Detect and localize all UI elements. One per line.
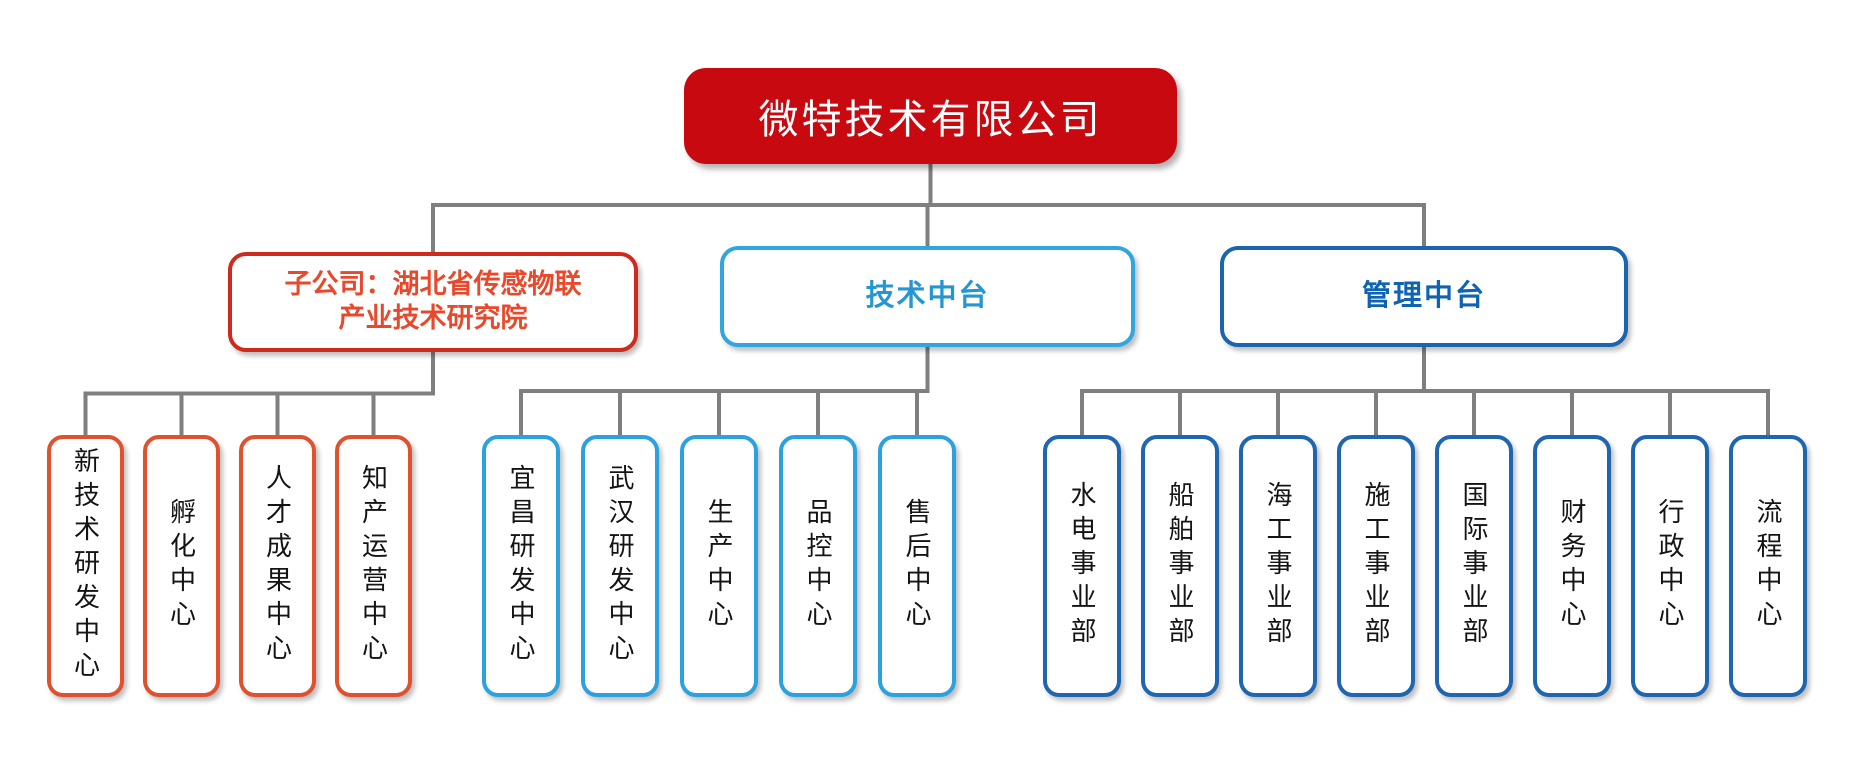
leaf-label: 流程中心 bbox=[1753, 498, 1783, 634]
branch-box-tech: 技术中台 bbox=[720, 246, 1135, 347]
leaf-label: 孵化中心 bbox=[166, 498, 197, 634]
leaf-label: 武汉研发中心 bbox=[605, 464, 635, 668]
branch-subsidiary-label-line2: 产业技术研究院 bbox=[338, 303, 528, 333]
leaf-box: 武汉研发中心 bbox=[581, 435, 659, 697]
leaf-label: 水电事业部 bbox=[1067, 481, 1097, 651]
leaf-group-tech: 宜昌研发中心 武汉研发中心 生产中心 品控中心 售后中心 bbox=[482, 435, 956, 697]
leaf-box: 人才成果中心 bbox=[239, 435, 316, 697]
leaf-label: 宜昌研发中心 bbox=[506, 464, 536, 668]
leaf-label: 新技术研发中心 bbox=[70, 447, 101, 685]
leaf-label: 生产中心 bbox=[704, 498, 734, 634]
leaf-label: 国际事业部 bbox=[1459, 481, 1489, 651]
leaf-label: 品控中心 bbox=[803, 498, 833, 634]
leaf-box: 船舶事业部 bbox=[1141, 435, 1219, 697]
root-label: 微特技术有限公司 bbox=[758, 98, 1103, 142]
branch-tech-label: 技术中台 bbox=[865, 280, 990, 313]
leaf-group-mgmt: 水电事业部 船舶事业部 海工事业部 施工事业部 国际事业部 财务中心 行政中心 … bbox=[1043, 435, 1807, 697]
leaf-label: 人才成果中心 bbox=[262, 464, 293, 668]
leaf-label: 行政中心 bbox=[1655, 498, 1685, 634]
leaf-label: 船舶事业部 bbox=[1165, 481, 1195, 651]
leaf-box: 宜昌研发中心 bbox=[482, 435, 560, 697]
root-box: 微特技术有限公司 bbox=[684, 68, 1177, 164]
leaf-box: 知产运营中心 bbox=[335, 435, 412, 697]
leaf-box: 新技术研发中心 bbox=[47, 435, 124, 697]
leaf-label: 知产运营中心 bbox=[358, 464, 389, 668]
branch-subsidiary-label-line1: 子公司：湖北省传感物联 bbox=[284, 269, 582, 300]
leaf-box: 行政中心 bbox=[1631, 435, 1709, 697]
leaf-box: 售后中心 bbox=[878, 435, 956, 697]
leaf-label: 施工事业部 bbox=[1361, 481, 1391, 651]
leaf-label: 海工事业部 bbox=[1263, 481, 1293, 651]
leaf-group-subsidiary: 新技术研发中心 孵化中心 人才成果中心 知产运营中心 bbox=[47, 435, 412, 697]
leaf-box: 孵化中心 bbox=[143, 435, 220, 697]
leaf-box: 财务中心 bbox=[1533, 435, 1611, 697]
leaf-box: 海工事业部 bbox=[1239, 435, 1317, 697]
leaf-box: 施工事业部 bbox=[1337, 435, 1415, 697]
leaf-label: 售后中心 bbox=[902, 498, 932, 634]
branch-mgmt-label: 管理中台 bbox=[1361, 280, 1486, 313]
leaf-box: 生产中心 bbox=[680, 435, 758, 697]
leaf-box: 流程中心 bbox=[1729, 435, 1807, 697]
branch-box-subsidiary: 子公司：湖北省传感物联 产业技术研究院 bbox=[228, 252, 638, 352]
leaf-box: 国际事业部 bbox=[1435, 435, 1513, 697]
leaf-box: 品控中心 bbox=[779, 435, 857, 697]
leaf-box: 水电事业部 bbox=[1043, 435, 1121, 697]
branch-box-mgmt: 管理中台 bbox=[1220, 246, 1628, 347]
leaf-label: 财务中心 bbox=[1557, 498, 1587, 634]
